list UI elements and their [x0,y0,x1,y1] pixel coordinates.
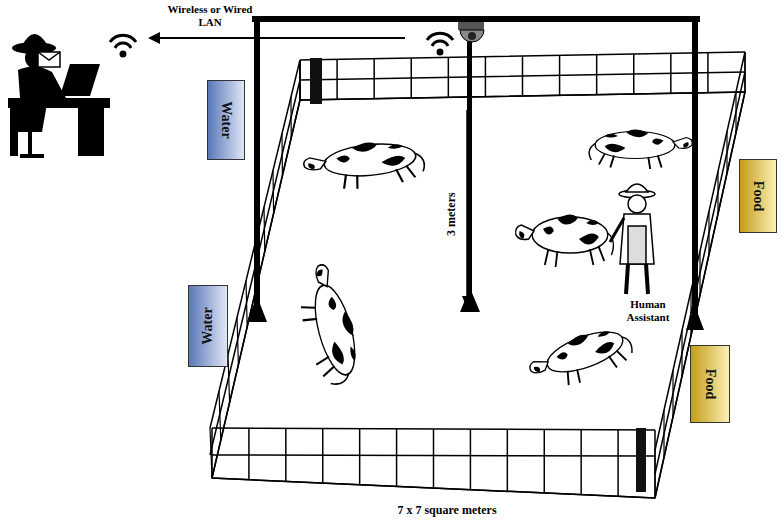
supply-box: Food [690,345,730,423]
diagram-label: 3 meters [444,190,458,238]
right-fence [655,52,745,498]
farmer-at-computer [8,34,136,156]
front-fence [212,428,655,498]
camera-frame [247,16,704,330]
diagram-label: 7 x 7 square meters [395,503,498,517]
supply-box: Water [207,80,245,160]
box-label: Food [750,181,766,211]
box-label: Food [702,369,718,399]
box-label: Water [218,101,234,138]
supply-box: Water [188,285,228,367]
camera [427,22,484,54]
back-fence [300,52,745,100]
human-assistant-figure [610,184,655,294]
box-label: Water [200,307,216,344]
diagram-label: Human Assistant [612,298,684,324]
diagram-label: Wireless or Wired LAN [162,3,258,29]
lan-arrow [158,37,405,39]
supply-box: Food [739,159,777,233]
